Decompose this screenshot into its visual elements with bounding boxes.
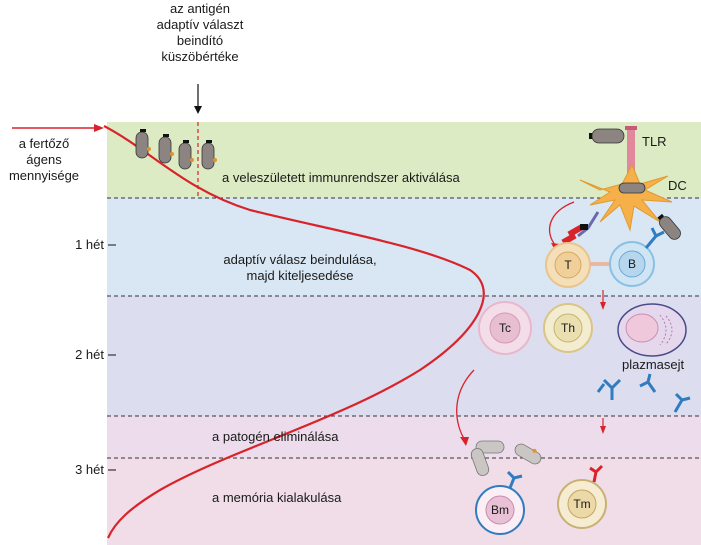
infectious-arrow (12, 124, 104, 132)
band-innate-label: a veleszületett immunrendszer aktiválása (222, 170, 460, 185)
threshold-label-line: küszöbértéke (161, 49, 239, 64)
b-cell (609, 213, 681, 287)
band-adaptive-line: majd kiteljesedése (246, 268, 354, 283)
arrow-tc-elimination (456, 369, 475, 446)
band-peak (107, 296, 701, 416)
tlr-label: TLR (642, 134, 667, 149)
time-label-2: 2 hét (75, 347, 104, 362)
band-elimination (107, 416, 701, 458)
tb-link (590, 262, 610, 266)
t-cell (545, 242, 591, 288)
presentation-complex (561, 211, 600, 246)
arrow-to-elimination (600, 418, 606, 434)
infectious-label-line: ágens (26, 152, 62, 167)
plasma-label: plazmasejt (622, 357, 685, 372)
plasma-cell (617, 303, 687, 357)
infectious-label-line: a fertőző (18, 136, 70, 151)
threshold-arrow (194, 84, 202, 114)
tlr-receptor (589, 126, 637, 184)
threshold-label-line: az antigén (170, 1, 230, 16)
threshold-label-line: adaptív választ (156, 17, 244, 32)
infectious-label: a fertőző ágens mennyisége (0, 136, 88, 184)
b-cell-label: B (627, 257, 637, 271)
arrow-to-plasma (600, 290, 606, 310)
threshold-label-line: beindító (176, 33, 224, 48)
band-elimination-label: a patogén eliminálása (212, 429, 339, 444)
t-cell-label: T (564, 258, 572, 272)
infectious-label-line: mennyisége (8, 168, 80, 183)
band-adaptive-label: adaptív válasz beindulása, majd kiteljes… (200, 252, 400, 284)
dc-label: DC (668, 178, 687, 193)
band-adaptive-line: adaptív válasz beindulása, (223, 252, 377, 267)
th-cell-label: Th (560, 321, 576, 335)
bm-cell-label: Bm (491, 503, 509, 517)
eliminated-pathogens (470, 440, 542, 476)
tc-cell (478, 301, 532, 355)
time-label-3: 3 hét (75, 462, 104, 477)
dendritic-cell (579, 163, 673, 232)
threshold-label: az antigén adaptív választ beindító küsz… (130, 1, 270, 65)
bm-cell (475, 470, 525, 535)
time-ticks (108, 244, 116, 471)
antibodies (596, 373, 691, 413)
th-cell (543, 303, 593, 353)
tm-cell-label: Tm (573, 497, 591, 511)
band-memory-label: a memória kialakulása (212, 490, 342, 505)
band-separators (107, 197, 701, 459)
pathogen-cluster (135, 129, 217, 170)
time-label-1: 1 hét (75, 237, 104, 252)
tc-cell-label: Tc (499, 321, 511, 335)
pathogen-curve (103, 125, 485, 539)
tm-cell (557, 464, 607, 529)
